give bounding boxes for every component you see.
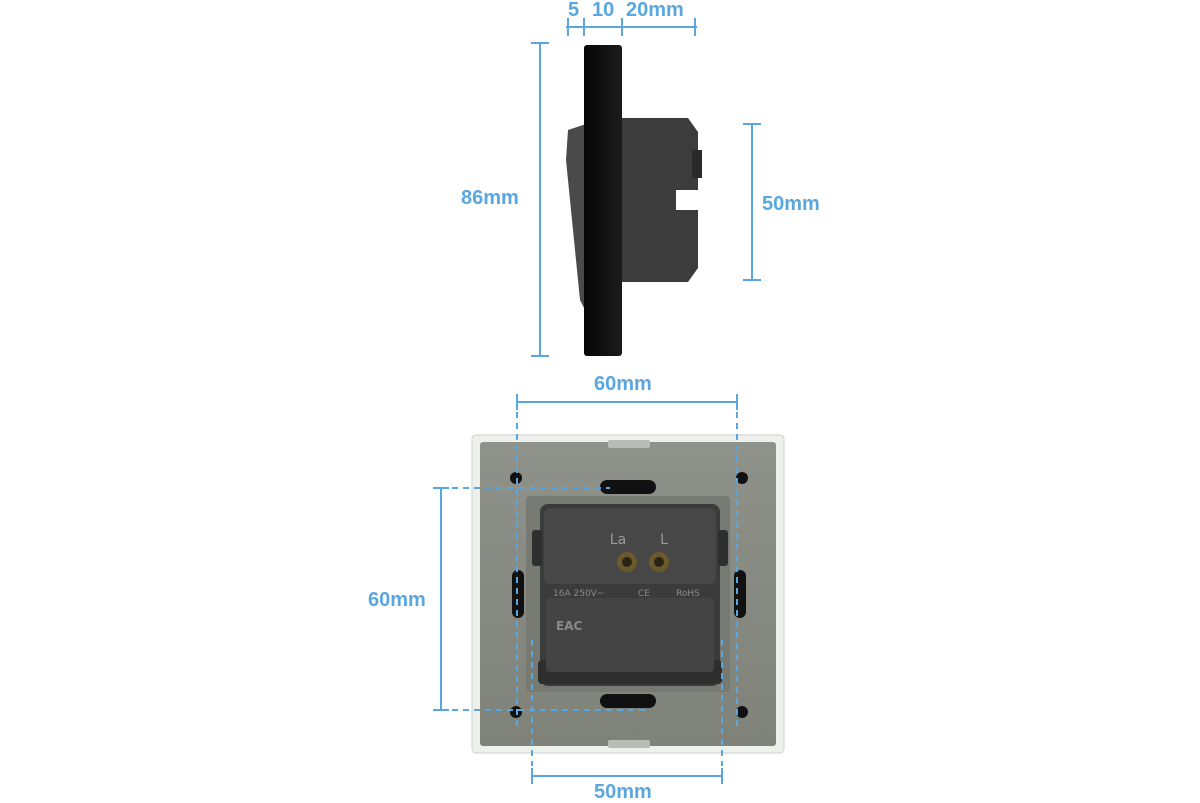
eac-mark: EAC xyxy=(556,619,582,633)
dimension-mount-width-line xyxy=(516,394,738,730)
label-plate-depth: 5 xyxy=(568,0,580,21)
lower-block xyxy=(546,598,714,672)
label-module-width: 50mm xyxy=(594,781,652,803)
terminal-block xyxy=(544,508,716,584)
label-module-height-side: 50mm xyxy=(762,193,820,215)
label-mount-width: 60mm xyxy=(594,373,652,395)
dimension-plate-height-line xyxy=(531,42,549,357)
frame-tab-top xyxy=(608,440,650,448)
label-mid-depth: 10 xyxy=(592,0,615,21)
label-plate-height: 86mm xyxy=(461,187,519,209)
ce-mark: CE xyxy=(638,589,650,599)
dimension-depth-lines xyxy=(566,18,697,36)
dimension-mount-height-line xyxy=(433,487,650,711)
dimension-module-height-line xyxy=(743,123,761,281)
label-mount-height: 60mm xyxy=(368,589,426,611)
module-clip-right xyxy=(718,530,728,566)
side-view xyxy=(566,45,702,356)
rating-text: 16A 250V~ xyxy=(553,589,604,599)
rohs-mark: RoHS xyxy=(676,589,700,599)
switch-rocker-side xyxy=(566,124,586,312)
label-back-depth: 20mm xyxy=(626,0,684,21)
front-plate-side xyxy=(584,45,622,356)
back-module-side xyxy=(622,118,698,282)
module-latch-side xyxy=(692,150,702,178)
dimension-module-width-line xyxy=(531,640,723,784)
terminal-label-la: La xyxy=(610,532,626,548)
terminal-label-l: L xyxy=(660,532,668,548)
module-clip-left xyxy=(532,530,542,566)
back-view: La L 16A 250V~ CE RoHS EAC xyxy=(471,434,785,754)
frame-tab-bottom xyxy=(608,740,650,748)
